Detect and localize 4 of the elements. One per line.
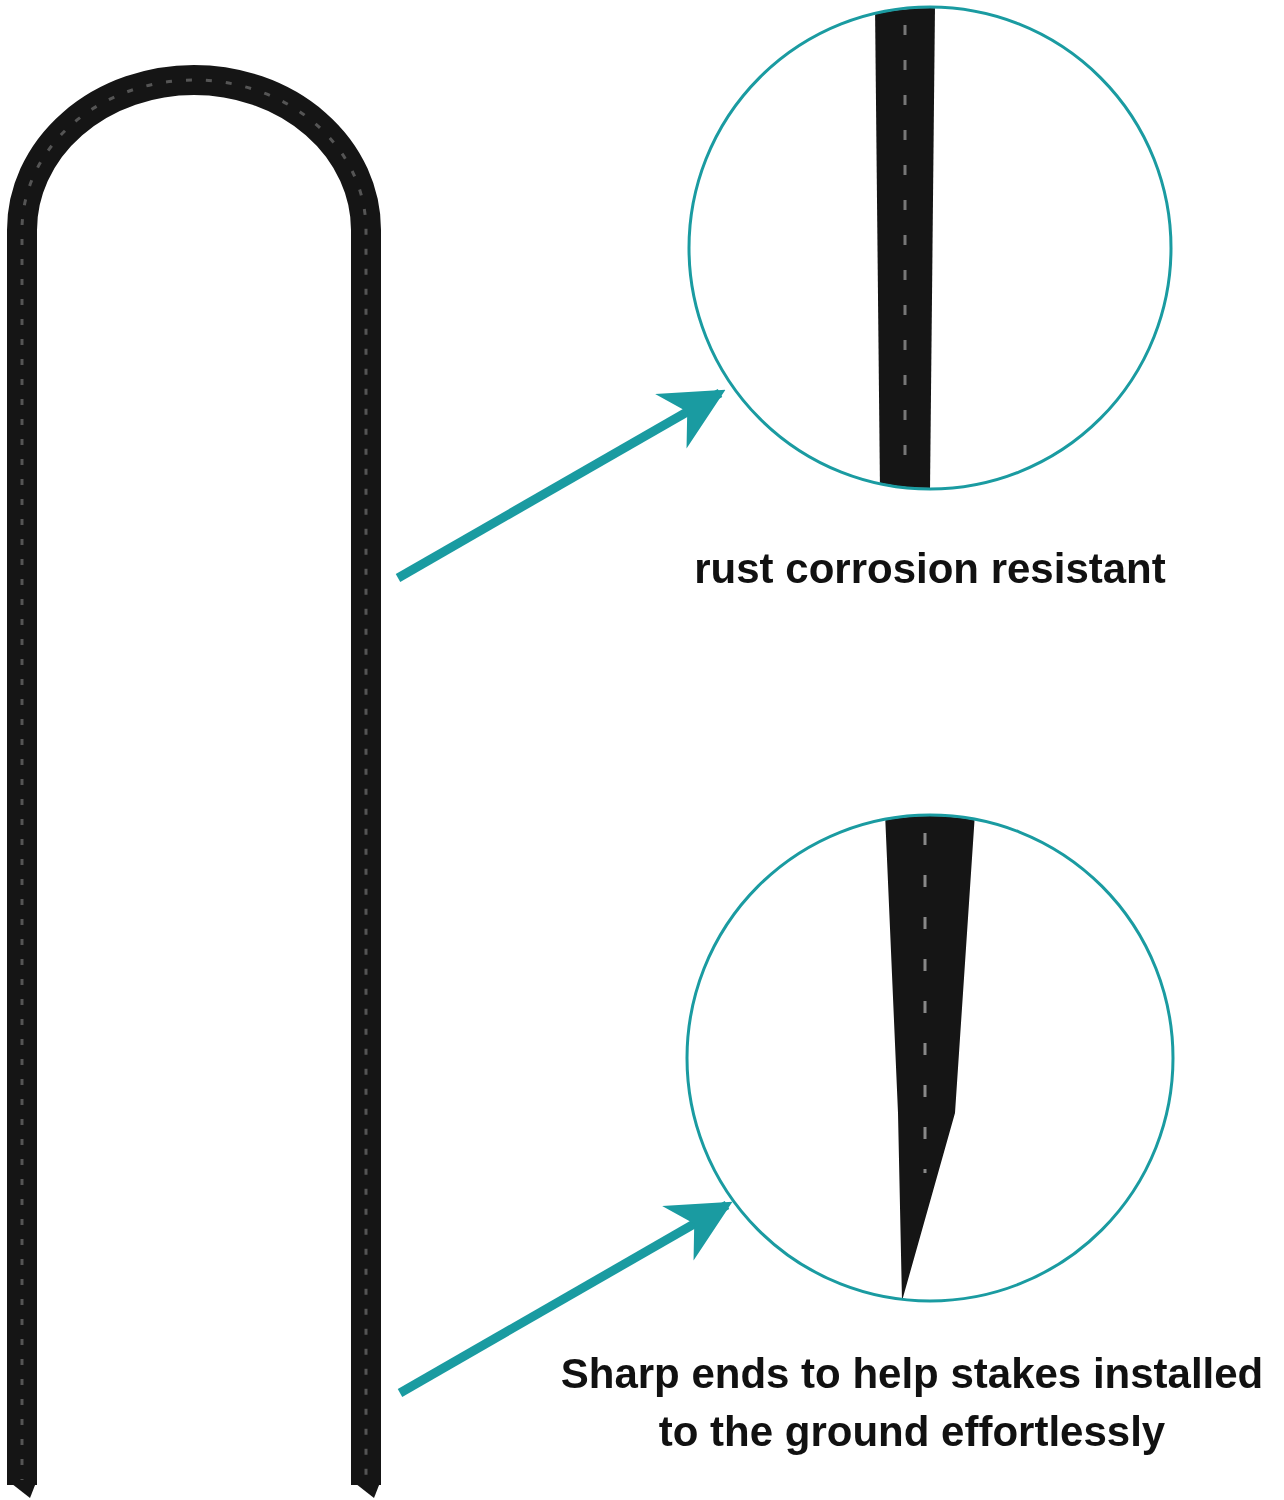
feature-caption: Sharp ends to help stakes installed to the ground effortlessly	[559, 1349, 1265, 1457]
feature-caption: rust corrosion resistant	[693, 544, 1167, 594]
arrow	[395, 389, 726, 582]
arrow	[397, 1201, 733, 1397]
